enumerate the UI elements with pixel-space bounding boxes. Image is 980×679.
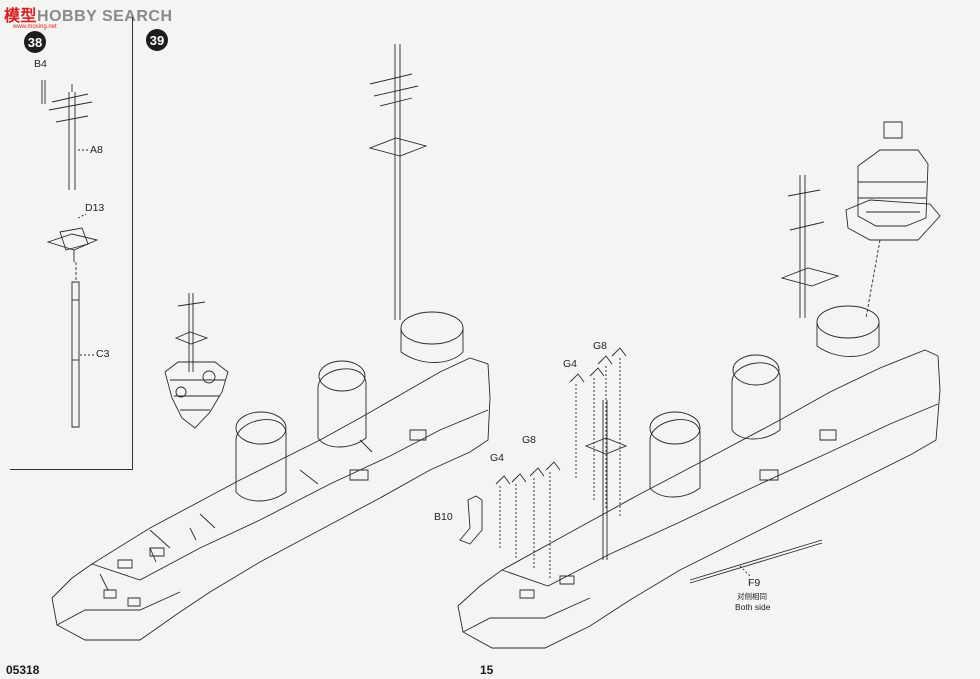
watermark-logo: 模型HOBBY SEARCH (4, 6, 173, 25)
label-b10: B10 (434, 511, 453, 523)
mast-part-a8 (42, 80, 92, 190)
label-f9: F9 (748, 577, 761, 589)
kit-code: 05318 (6, 663, 40, 677)
label-g8-upper: G8 (593, 340, 608, 352)
railing-parts (496, 348, 626, 580)
step-badge-38: 38 (24, 31, 46, 53)
label-d13: D13 (85, 202, 105, 214)
bridge-tower-upper (846, 122, 940, 318)
forward-tower-assembly (165, 293, 228, 428)
part-b10 (460, 496, 482, 544)
mast-part-c3 (72, 262, 96, 427)
label-g4-upper: G4 (563, 358, 578, 370)
mast-subassembly-panel (10, 17, 133, 470)
part-f9-rail (690, 540, 822, 583)
mast-part-d13 (48, 214, 97, 262)
label-c3: C3 (96, 348, 110, 360)
hull-assembly-left (52, 44, 490, 640)
label-g4-lower: G4 (490, 452, 505, 464)
watermark-url: www.moxing.net (13, 24, 57, 30)
label-a8: A8 (90, 144, 103, 156)
hull-assembly-right (458, 175, 940, 648)
page-number: 15 (480, 663, 494, 677)
step-badge-39: 39 (146, 29, 168, 51)
label-f9-chinese: 对侧相同 (737, 592, 767, 601)
label-f9-both-side: Both side (735, 602, 771, 612)
label-g8-lower: G8 (522, 434, 537, 446)
label-b4: B4 (34, 58, 47, 70)
